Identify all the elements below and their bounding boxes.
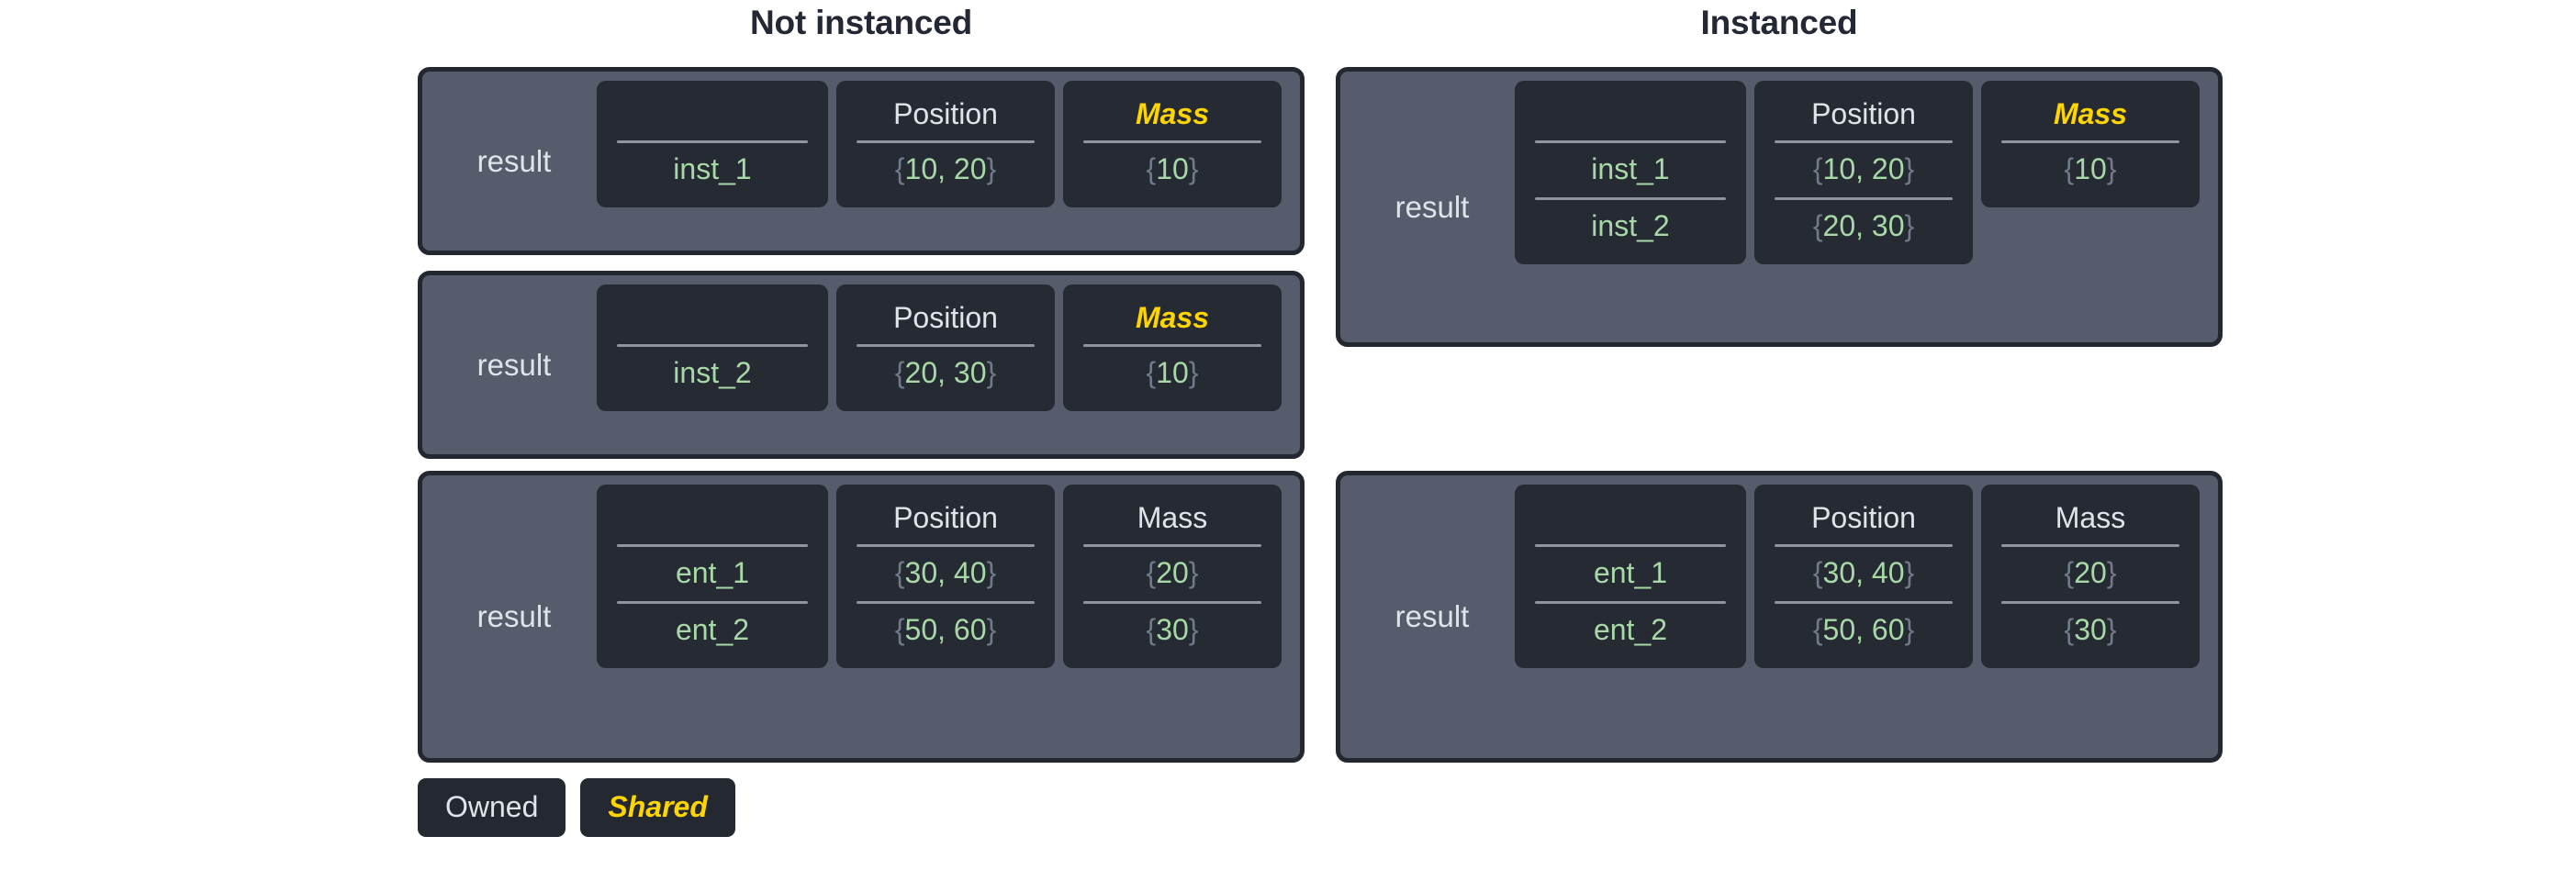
column-mass: Mass {10} [1063,284,1282,411]
column-position: Position {10, 20} [836,81,1055,207]
panel-columns: ent_1 ent_2 Position {30, 40} {50, 60} Mass {2… [1515,485,2209,749]
column-divider [1083,544,1261,547]
column-position: Position {10, 20} {20, 30} [1754,81,1973,264]
cell-position-2: {50, 60} [1812,612,1915,646]
column-heading-not-instanced: Not instanced [749,4,973,41]
column-name: inst_1 inst_2 [1515,81,1746,264]
column-divider [1083,140,1261,143]
column-header-position: Position [893,300,998,334]
column-divider [1775,544,1953,547]
not-instanced-panel-3: result ent_1 ent_2 Position {30, 40} {50, 60… [418,471,1305,763]
column-header-mass: Mass [2053,96,2128,130]
not-instanced-panel-2: result inst_2 Position {20, 30} Mass {10} [418,271,1305,459]
column-position: Position {20, 30} [836,284,1055,411]
legend: Owned Shared [418,778,735,837]
column-mass: Mass {10} [1063,81,1282,207]
column-divider [1083,601,1261,604]
column-divider [857,344,1035,347]
cell-mass-1: {10} [2064,151,2117,185]
column-header-position: Position [893,96,998,130]
panel-label-result: result [476,599,552,633]
panel-label-result: result [1394,189,1470,224]
column-header-name [611,494,813,541]
column-header-position: Position [893,500,998,534]
cell-position-1: {10, 20} [1812,151,1915,185]
column-divider [1535,601,1726,604]
column-header-name [1529,90,1731,138]
cell-mass-2: {30} [2064,612,2117,646]
column-header-mass: Mass [1135,96,1210,130]
column-header-mass: Mass [1137,500,1208,534]
instanced-panel-1: result inst_1 inst_2 Position {10, 20} {20, … [1336,67,2223,347]
panel-columns: inst_1 Position {10, 20} Mass {10} [597,81,1291,241]
column-divider [857,544,1035,547]
cell-position-2: {20, 30} [1812,208,1915,242]
cell-position-1: {30, 40} [1812,555,1915,589]
not-instanced-panel-1: result inst_1 Position {10, 20} Mass {10} [418,67,1305,255]
cell-name-1: inst_2 [673,355,752,389]
column-name: ent_1 ent_2 [597,485,828,668]
column-position: Position {30, 40} {50, 60} [836,485,1055,668]
cell-position-1: {20, 30} [894,355,997,389]
legend-chip-shared: Shared [580,778,735,837]
cell-position-1: {10, 20} [894,151,997,185]
column-divider [1775,197,1953,200]
panel-label-result: result [476,347,552,382]
column-name: inst_1 [597,81,828,207]
column-heading-instanced: Instanced [1700,4,1858,41]
column-mass: Mass {20} {30} [1063,485,1282,668]
cell-mass-1: {10} [1146,151,1199,185]
column-mass: Mass {20} {30} [1981,485,2200,668]
column-header-position: Position [1811,500,1916,534]
column-header-position: Position [1811,96,1916,130]
column-name: inst_2 [597,284,828,411]
column-divider [1083,344,1261,347]
panel-label-result: result [476,143,552,178]
column-header-mass: Mass [2055,500,2126,534]
column-header-mass: Mass [1135,300,1210,334]
column-header-name [611,294,813,341]
instanced-panel-2: result ent_1 ent_2 Position {30, 40} {50, 60… [1336,471,2223,763]
cell-name-1: inst_1 [1591,151,1670,185]
cell-name-1: ent_1 [1593,555,1668,589]
panel-label-result: result [1394,599,1470,633]
column-mass: Mass {10} [1981,81,2200,207]
column-divider [2001,544,2179,547]
panel-columns: inst_2 Position {20, 30} Mass {10} [597,284,1291,445]
cell-position-1: {30, 40} [894,555,997,589]
column-header-name [611,90,813,138]
column-divider [857,601,1035,604]
column-divider [2001,601,2179,604]
cell-name-2: ent_2 [675,612,750,646]
column-divider [2001,140,2179,143]
column-divider [617,601,808,604]
cell-name-2: inst_2 [1591,208,1670,242]
column-divider [1775,140,1953,143]
cell-name-1: inst_1 [673,151,752,185]
panel-columns: inst_1 inst_2 Position {10, 20} {20, 30} Mass… [1515,81,2209,333]
cell-name-2: ent_2 [1593,612,1668,646]
cell-position-2: {50, 60} [894,612,997,646]
column-header-name [1529,494,1731,541]
cell-mass-2: {30} [1146,612,1199,646]
cell-mass-1: {20} [2064,555,2117,589]
column-name: ent_1 ent_2 [1515,485,1746,668]
panel-columns: ent_1 ent_2 Position {30, 40} {50, 60} Mass {2… [597,485,1291,749]
column-divider [1775,601,1953,604]
column-divider [617,544,808,547]
column-divider [1535,197,1726,200]
column-divider [617,344,808,347]
cell-mass-1: {10} [1146,355,1199,389]
cell-mass-1: {20} [1146,555,1199,589]
column-divider [617,140,808,143]
legend-chip-owned: Owned [418,778,566,837]
column-divider [857,140,1035,143]
column-position: Position {30, 40} {50, 60} [1754,485,1973,668]
column-divider [1535,140,1726,143]
cell-name-1: ent_1 [675,555,750,589]
column-divider [1535,544,1726,547]
